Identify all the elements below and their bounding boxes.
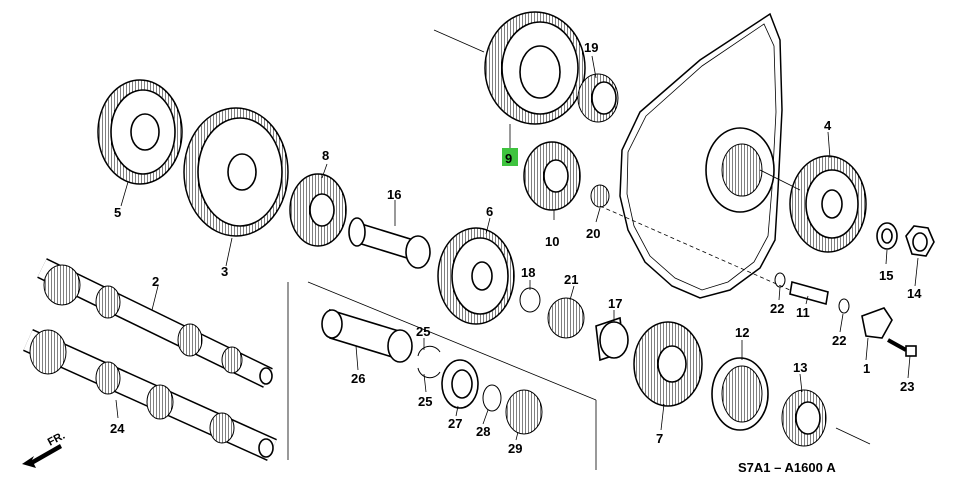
shaft-11-drawing xyxy=(789,280,829,306)
thrust-27-drawing xyxy=(441,359,479,409)
bracket-1-drawing xyxy=(861,307,893,339)
snap-ring-18-drawing xyxy=(519,287,541,313)
part-number-labels: 5 3 8 16 6 9 19 10 20 4 15 14 2 18 21 17… xyxy=(110,40,922,456)
part-label[interactable]: 6 xyxy=(486,204,493,219)
part-9-highlight xyxy=(502,148,518,166)
part-label[interactable]: 8 xyxy=(322,148,329,163)
part-label[interactable]: 12 xyxy=(735,325,749,340)
nut-14-drawing xyxy=(905,225,935,257)
washer-22b-drawing xyxy=(838,298,850,314)
washer-15-drawing xyxy=(876,222,898,250)
part-label[interactable]: 20 xyxy=(586,226,600,241)
spacer-16-drawing xyxy=(348,217,431,269)
bearing-19-drawing xyxy=(577,73,619,123)
part-label[interactable]: 7 xyxy=(656,431,663,446)
countershaft-24-drawing xyxy=(23,329,277,461)
part-label[interactable]: 9 xyxy=(505,151,512,166)
part-label[interactable]: 18 xyxy=(521,265,535,280)
gear-3-drawing xyxy=(183,107,289,237)
hub-12-drawing xyxy=(711,357,769,431)
case-gasket-drawing xyxy=(619,12,783,299)
part-label[interactable]: 22 xyxy=(832,333,846,348)
part-label[interactable]: 26 xyxy=(351,371,365,386)
part-label[interactable]: 4 xyxy=(824,118,832,133)
ring-13-drawing xyxy=(781,389,827,447)
cotter-25-drawing xyxy=(417,345,441,379)
part-label[interactable]: 24 xyxy=(110,421,125,436)
part-label[interactable]: 25 xyxy=(418,394,432,409)
bearing-21-drawing xyxy=(547,297,585,339)
part-label[interactable]: 28 xyxy=(476,424,490,439)
part-label[interactable]: 29 xyxy=(508,441,522,456)
collar-17-drawing xyxy=(595,316,629,362)
spacer-26-drawing xyxy=(321,308,413,363)
part-label[interactable]: 23 xyxy=(900,379,914,394)
gear-9-drawing xyxy=(484,11,586,125)
snap-ring-28-drawing xyxy=(482,384,502,412)
diagram-code: S7A1 – A1600 A xyxy=(738,460,836,475)
part-label[interactable]: 2 xyxy=(152,274,159,289)
bearing-20-drawing xyxy=(590,184,610,208)
part-label[interactable]: 14 xyxy=(907,286,922,301)
leader-lines xyxy=(115,29,919,470)
part-label[interactable]: 15 xyxy=(879,268,893,283)
gear-10-drawing xyxy=(523,141,581,211)
part-label[interactable]: 19 xyxy=(584,40,598,55)
part-label[interactable]: 5 xyxy=(114,205,121,220)
gear-5-drawing xyxy=(97,79,183,185)
mainshaft-2-drawing xyxy=(37,258,273,388)
part-label[interactable]: 11 xyxy=(796,305,810,320)
part-label[interactable]: 13 xyxy=(793,360,807,375)
part-label[interactable]: 21 xyxy=(564,272,578,287)
front-direction-arrow: FR. xyxy=(22,430,67,468)
part-label[interactable]: 22 xyxy=(770,301,784,316)
bolt-23-drawing xyxy=(887,338,917,357)
part-label[interactable]: 25 xyxy=(416,324,430,339)
gear-6-drawing xyxy=(437,227,515,325)
washer-22a-drawing xyxy=(774,272,786,288)
direction-label: FR. xyxy=(46,430,67,449)
part-label[interactable]: 17 xyxy=(608,296,622,311)
part-label[interactable]: 3 xyxy=(221,264,228,279)
part-label[interactable]: 16 xyxy=(387,187,401,202)
gear-4-drawing xyxy=(789,155,867,253)
part-label[interactable]: 10 xyxy=(545,234,559,249)
gear-7-drawing xyxy=(633,321,703,407)
gear-8-drawing xyxy=(289,173,347,247)
bearing-29-drawing xyxy=(505,389,543,435)
part-label[interactable]: 1 xyxy=(863,361,870,376)
part-label[interactable]: 27 xyxy=(448,416,462,431)
